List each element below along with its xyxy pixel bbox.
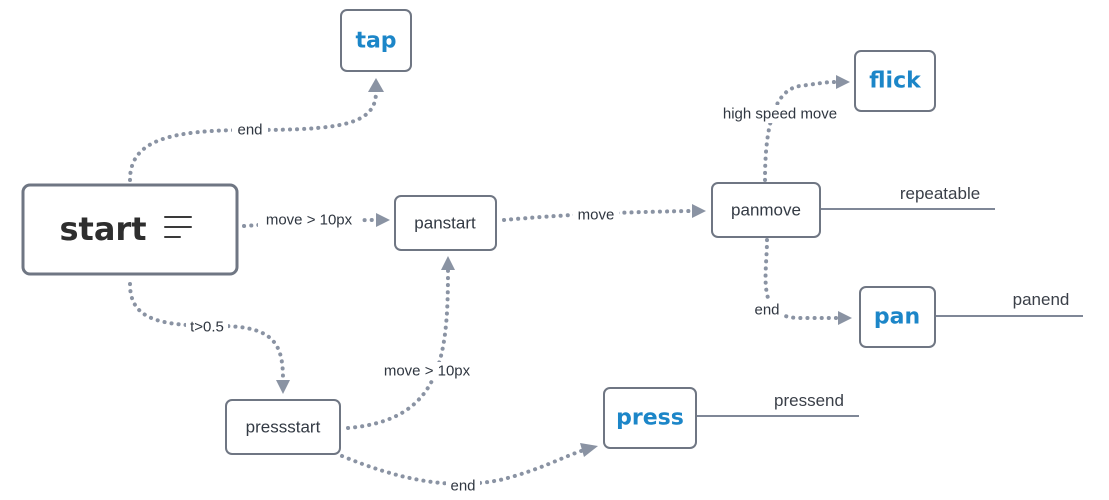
node-press-label: press [616,406,684,431]
node-panmove-label: panmove [731,201,801,220]
arrow-head-tap [368,78,384,92]
event-label-pressend: pressend [774,391,844,410]
node-start-label: start [59,210,146,248]
node-pan[interactable]: pan [859,286,936,348]
connector-panmove-pan [763,238,840,320]
arrow-head-panstart-from-press [441,256,455,270]
edge-label-panstart-panmove: move [578,207,615,224]
node-start[interactable]: start [21,183,239,276]
arrow-head-press [580,443,598,457]
connector-panstart-panmove [502,209,694,222]
edge-label-pressstart-panstart: move > 10px [384,363,471,380]
arrow-head-pressstart [276,380,290,394]
node-tap-label: tap [355,29,396,54]
edge-label-start-panstart: move > 10px [266,212,353,229]
edge-label-panmove-pan: end [754,302,779,319]
arrow-head-panstart [376,213,390,227]
connector-pressstart-press [340,448,586,486]
event-label-panend: panend [1013,290,1070,309]
node-panstart-label: panstart [414,214,476,233]
node-pan-label: pan [874,305,920,330]
node-press[interactable]: press [603,387,697,449]
node-panstart[interactable]: panstart [394,195,497,251]
arrow-head-pan [838,311,852,325]
edge-label-panmove-flick: high speed move [723,106,837,123]
connector-panmove-flick [763,80,838,182]
event-label-repeatable: repeatable [900,184,980,203]
node-pressstart-label: pressstart [246,418,321,437]
node-tap[interactable]: tap [340,9,412,72]
edge-label-start-tap: end [237,122,262,139]
node-pressstart[interactable]: pressstart [225,399,341,455]
node-panmove[interactable]: panmove [711,182,821,238]
menu-lines-icon [164,216,192,238]
arrow-head-panmove [692,204,706,218]
node-flick[interactable]: flick [854,50,936,112]
edge-label-pressstart-press: end [450,478,475,495]
event-lines: repeatable panend pressend [697,184,1083,417]
connector-pressstart-panstart [346,268,450,430]
edge-labels: end move > 10px move high speed move end… [186,105,848,495]
edge-label-start-pressstart: t>0.5 [190,319,224,336]
node-flick-label: flick [869,69,922,94]
connector-start-panstart [242,218,378,228]
arrow-head-flick [836,75,850,89]
connector-start-tap [128,90,378,182]
